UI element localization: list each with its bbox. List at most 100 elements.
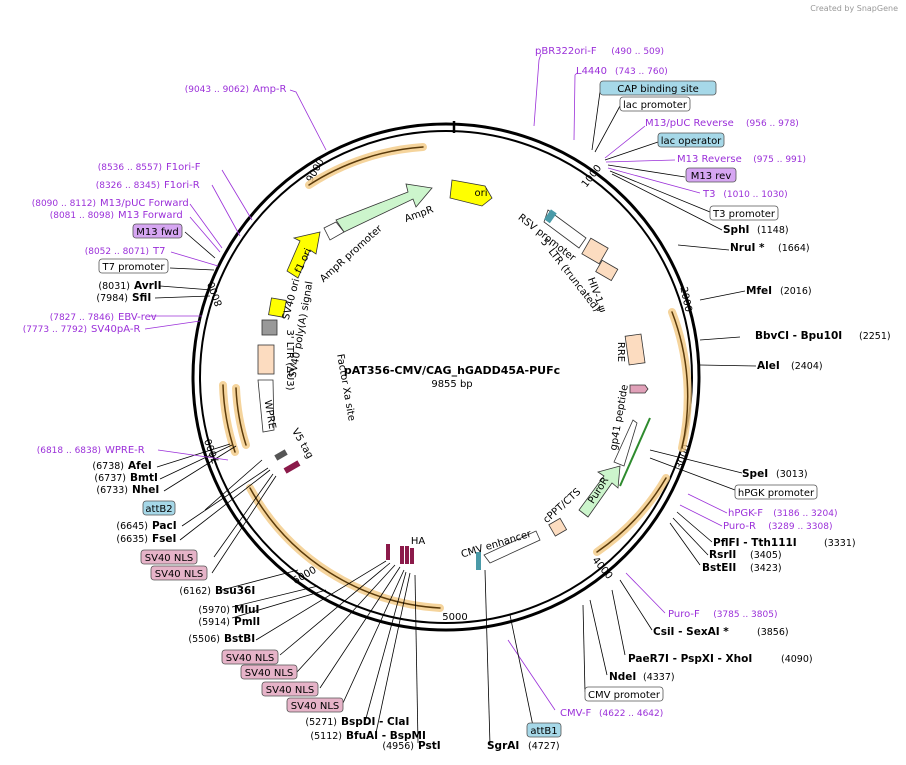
plasmid-size: 9855 bp [431,379,472,390]
feature-box-label: SV40 NLS [226,653,275,664]
enzyme-site-label[interactable]: RsrII [709,549,736,561]
feature-box-label: SV40 NLS [145,553,194,564]
feature-box[interactable] [98,258,169,274]
enzyme-position: (1664) [778,243,810,254]
ampr-feature [335,183,433,233]
feature-box[interactable] [709,205,779,221]
enzyme-position: (6635) [116,534,148,545]
primer-position: (956 .. 978) [746,119,799,129]
enzyme-site-label[interactable]: AfeI [128,460,152,472]
enzyme-site-label[interactable]: CsiI - SexAI * [653,626,729,638]
primer-position: (3785 .. 3805) [713,610,777,620]
feature-box[interactable] [526,722,562,738]
v5tag-marker [283,460,301,474]
enzyme-site-label[interactable]: NruI * [730,242,765,254]
enzyme-position: (4337) [643,672,675,683]
enzyme-site-label[interactable]: BspDI - ClaI [341,716,409,728]
enzyme-site-label[interactable]: SphI [723,224,749,236]
primer-label[interactable]: Puro-F [668,609,700,620]
enzyme-site-label[interactable]: NdeI [609,671,636,683]
feature-box[interactable] [286,697,344,713]
primer-label[interactable]: Amp-R [253,84,287,95]
v5tag-feature [274,449,288,461]
enzyme-site-label[interactable]: MfeI [746,285,772,297]
primer-label[interactable]: WPRE-R [105,445,145,456]
feature-box[interactable] [584,686,664,702]
primer-label[interactable]: Puro-R [723,521,756,532]
feature-box[interactable] [619,96,691,112]
enzyme-site-label[interactable]: PflFI - Tth111I [713,537,797,549]
enzyme-site-label[interactable]: SfiI [132,292,151,304]
primer-label[interactable]: M13/pUC Reverse [645,118,734,129]
feature-box-label: attB1 [530,726,557,737]
primer-label[interactable]: F1ori-R [164,180,200,191]
primer-label[interactable]: M13 Reverse [677,154,742,165]
primer-position: (3289 .. 3308) [768,522,832,532]
feature-box[interactable] [734,484,818,500]
orf-arcs [219,143,692,612]
enzyme-site-label[interactable]: BstBI [224,633,255,645]
enzyme-site-label[interactable]: Bsu36I [215,585,255,597]
ha-nls-marks [386,544,414,564]
enzyme-site-label[interactable]: BbvCI - Bpu10I [755,330,842,342]
primer-label[interactable]: F1ori-F [166,162,201,173]
enzyme-position: (4090) [781,654,813,665]
enzyme-position: (6738) [92,461,124,472]
backbone-inner [199,130,693,624]
enzyme-site-label[interactable]: SgrAI [487,740,519,752]
enzyme-site-label[interactable]: PmlI [234,616,260,628]
enzyme-site-label[interactable]: BfuAI - BspMI [346,730,426,742]
enzyme-site-label[interactable]: BmtI [130,472,158,484]
feature-box[interactable] [240,664,298,680]
feature-box[interactable] [142,500,176,516]
feature-box[interactable] [685,167,737,183]
enzyme-site-label[interactable]: PstI [418,740,441,752]
primer-position: (7773 .. 7792) [23,325,87,335]
enzyme-site-label[interactable]: BstEII [702,562,736,574]
feature-box[interactable] [657,132,725,148]
tick-label: 8000 [206,280,225,308]
enzyme-position: (3423) [750,563,782,574]
feature-box[interactable] [221,649,279,665]
ampr-label: AmpR [403,204,435,225]
feature-box-label: T3 promoter [712,209,776,220]
enzyme-site-label[interactable]: MluI [234,604,259,616]
feature-box[interactable] [132,223,183,239]
enzyme-position: (6162) [179,586,211,597]
enzyme-site-label[interactable]: PacI [152,520,177,532]
primer-label[interactable]: hPGK-F [728,508,763,519]
primer-label[interactable]: T7 [152,246,165,257]
primer-label[interactable]: CMV-F [560,708,591,719]
primer-label[interactable]: M13 Forward [118,210,183,221]
primer-position: (8052 .. 8071) [85,247,149,257]
feature-box-label: SV40 NLS [155,569,204,580]
enzyme-site-label[interactable]: AvrII [134,280,162,292]
primer-label[interactable]: SV40pA-R [91,324,140,335]
primer-label[interactable]: pBR322ori-F [535,46,597,57]
enzyme-position: (3856) [757,627,789,638]
feature-box[interactable] [150,565,208,581]
tick-label: 6000 [291,565,319,587]
enzyme-position: (2016) [780,286,812,297]
snapgene-watermark: Created by SnapGene [810,4,898,13]
enzyme-site-label[interactable]: SpeI [742,468,768,480]
feature-box[interactable] [140,549,198,565]
feature-box-label: SV40 NLS [291,701,340,712]
enzyme-site-label[interactable]: PaeR7I - PspXI - XhoI [628,653,752,665]
ampr-promoter-feature [323,221,345,241]
f1ori-feature [286,231,321,279]
sv40ori-feature [268,297,287,318]
primer-label[interactable]: M13/pUC Forward [100,198,189,209]
enzyme-site-label[interactable]: AleI [757,360,780,372]
enzyme-site-label[interactable]: NheI [132,484,159,496]
wpre-feature [257,379,275,433]
feature-box[interactable] [261,681,319,697]
primer-label[interactable]: L4440 [576,66,607,77]
primer-label[interactable]: T3 [702,189,715,200]
v5tag-label: V5 tag [289,427,315,461]
feature-box[interactable] [599,80,717,96]
enzyme-site-label[interactable]: FseI [152,533,176,545]
primer-label[interactable]: EBV-rev [118,312,157,323]
